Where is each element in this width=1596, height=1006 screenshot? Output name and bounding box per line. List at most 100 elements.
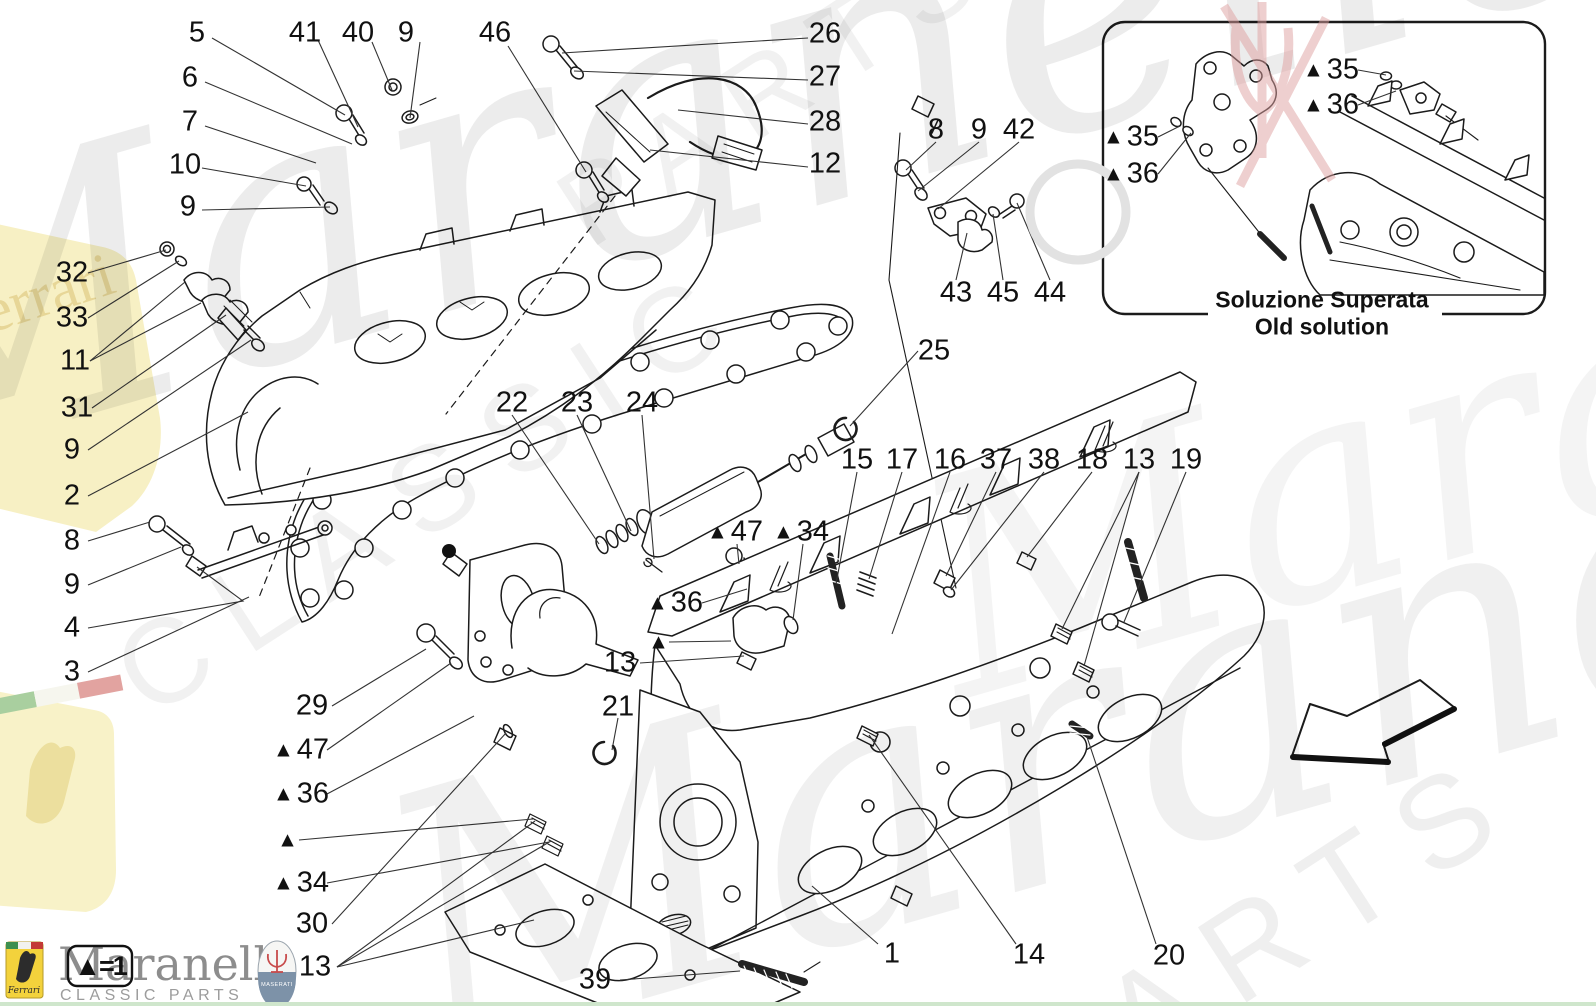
leader-line [87, 260, 180, 319]
callout-number: 9 [179, 190, 197, 223]
callout-number: 15 [840, 443, 874, 476]
triangle-marker-icon: ▲ [648, 630, 669, 654]
callout-number: 43 [939, 276, 973, 309]
leader-line [573, 70, 809, 81]
leader-line [331, 732, 507, 925]
leader-line [331, 648, 427, 707]
callout-number: 42 [1002, 113, 1036, 146]
leader-line [891, 471, 951, 635]
vvt-solenoid [592, 416, 858, 766]
callout-number: 20 [1152, 939, 1186, 972]
callout-14-56: 14 [1012, 938, 1046, 971]
leader-lines [87, 37, 1397, 981]
leader-line [317, 39, 359, 128]
callout-number: 46 [478, 16, 512, 49]
leader-line [87, 596, 250, 673]
leader-line [204, 81, 353, 145]
callout-number: 35 [1126, 120, 1160, 153]
callout-number: 13 [298, 950, 332, 983]
leader-line [611, 717, 619, 751]
callout-number: 9 [970, 113, 988, 146]
callout-number: 33 [55, 301, 89, 334]
callout-8-13: 8 [928, 115, 944, 145]
leader-line [917, 141, 980, 192]
callout-number: 30 [295, 907, 329, 940]
callout-39-54: 39 [579, 965, 611, 995]
prancing-horse-icon [16, 950, 36, 983]
lower-rail [148, 467, 468, 601]
leader-line [87, 411, 249, 497]
callout-16-35: 16 [933, 443, 967, 476]
leader-line [298, 818, 534, 841]
callout-15-33: 15 [840, 443, 874, 476]
leader-line [576, 414, 632, 532]
callout-number: 9 [397, 16, 415, 49]
callout-number: 28 [808, 105, 842, 138]
leader-line [868, 471, 903, 580]
callout-9-3: 9 [397, 16, 415, 49]
callout-42-15: 42 [1002, 113, 1036, 146]
ferrari-shield-watermark-top: errari [0, 224, 161, 532]
callout-number: 29 [295, 689, 329, 722]
leader-line [619, 970, 741, 981]
valve-cover [205, 189, 716, 506]
leader-line [649, 149, 809, 168]
callout-number: 14 [1012, 938, 1046, 971]
callout-number: 7 [181, 105, 199, 138]
callout-number: 12 [808, 147, 842, 180]
leader-line [641, 414, 655, 560]
clamp-cluster [159, 241, 266, 352]
callout-number: 47 [730, 515, 764, 548]
callout-28-11: 28 [808, 105, 842, 138]
leader-line [201, 206, 331, 211]
leader-line [87, 546, 182, 586]
callout-number: 27 [808, 60, 842, 93]
cam-sensor-cable [542, 35, 763, 197]
leader-line [89, 281, 186, 362]
triangle-marker-icon: ▲ [646, 591, 668, 615]
callout-41-1: 41 [289, 18, 321, 48]
leader-line [950, 471, 1045, 591]
callout-40-2: 40 [342, 18, 374, 48]
callout-number: 31 [60, 391, 94, 424]
callout-number: 16 [933, 443, 967, 476]
leader-line [1061, 471, 1140, 630]
leader-line [955, 232, 968, 281]
callout-17-34: 17 [886, 445, 918, 475]
callout-21-46: 21 [602, 692, 634, 722]
leader-line [1083, 471, 1140, 667]
direction-arrow [1290, 679, 1457, 765]
leader-line [409, 41, 421, 119]
callout-number: 18 [1075, 443, 1109, 476]
callout-19-40: 19 [1169, 443, 1203, 476]
callout-number: 19 [1169, 443, 1203, 476]
maserati-logo[interactable]: MASERATI [257, 940, 297, 1006]
callout-number: 6 [181, 61, 199, 94]
callout-27-10: 27 [808, 60, 842, 93]
leader-line [992, 213, 1004, 281]
cover-bolts [296, 78, 610, 309]
callout-9-8: 9 [179, 190, 197, 223]
callout-13-39: 13 [1123, 445, 1155, 475]
callout-13-45: 13 [604, 648, 636, 678]
callout-number: 36 [670, 586, 704, 619]
callout-26-9: 26 [808, 17, 842, 50]
leader-line [835, 471, 858, 585]
ferrari-logo[interactable]: Ferrari [5, 941, 44, 999]
maserati-wordmark: MASERATI [261, 982, 293, 988]
callout-30-52: 30 [295, 907, 329, 940]
triangle-marker-icon: ▲ [272, 871, 294, 895]
callout-10-7: 10 [169, 150, 201, 180]
callout-number: 26 [808, 17, 842, 50]
callout-34-51: ▲34 [272, 868, 329, 898]
leader-line [201, 167, 307, 187]
leader-line [701, 588, 748, 604]
callout-13-53: 13 [298, 950, 332, 983]
callout-6-5: 6 [181, 61, 199, 94]
callout-46-4: 46 [478, 16, 512, 49]
leader-line [91, 314, 227, 409]
callout-number: 36 [1326, 88, 1360, 121]
callout-number: 3 [63, 655, 81, 688]
leader-line [326, 715, 475, 795]
